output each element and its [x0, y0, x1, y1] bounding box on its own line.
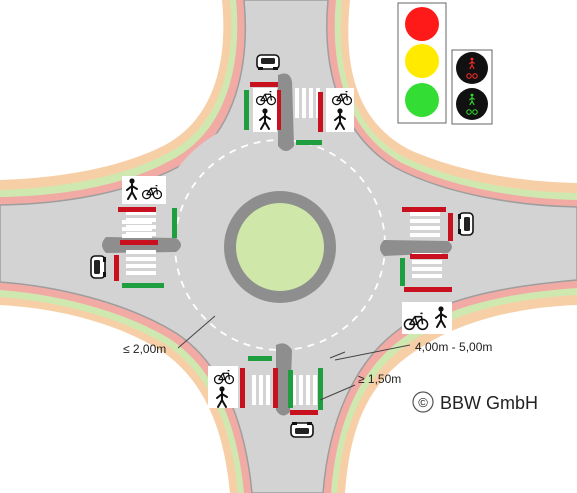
- copyright-icon: [412, 391, 434, 413]
- pedestrian-bike-signal-icon: [451, 49, 493, 125]
- copyright-text: BBW GmbH: [440, 393, 538, 413]
- pedestrian-bike-sign-north-left: [253, 88, 277, 132]
- car-icon: [457, 212, 474, 236]
- car-icon: [290, 421, 314, 438]
- traffic-light-icon: [397, 2, 447, 124]
- dim-gap-label: ≥ 1,50m: [358, 372, 401, 386]
- pedestrian-bike-sign-east: [402, 302, 452, 334]
- dim-island-label: 4,00m - 5,00m: [415, 340, 492, 354]
- dimension-callouts: [177, 315, 411, 401]
- svg-text:©: ©: [418, 395, 428, 410]
- car-icon: [256, 54, 280, 71]
- copyright-notice: © BBW GmbH: [412, 391, 538, 413]
- dim-lane-label: ≤ 2,00m: [123, 342, 166, 356]
- car-icon: [90, 255, 107, 279]
- pedestrian-bike-sign-west: [122, 176, 166, 204]
- pedestrian-bike-sign-north-right: [326, 88, 354, 132]
- pedestrian-bike-sign-south: [208, 366, 238, 408]
- stop-lines: [114, 82, 453, 415]
